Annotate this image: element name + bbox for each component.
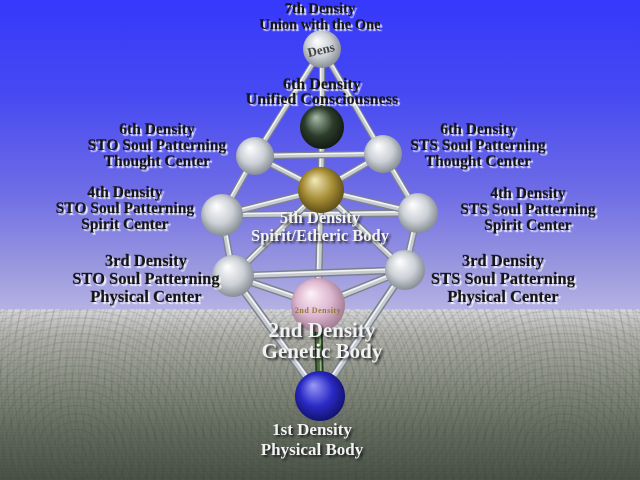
rod-lower-left-lower-right: [229, 266, 409, 280]
sphere-mid-left: [201, 194, 243, 236]
sphere-genetic-pink: [291, 278, 345, 332]
rod-upper-left-upper-right: [251, 150, 387, 160]
rod-union-top-upper-left: [251, 45, 326, 160]
sphere-upper-left: [236, 137, 274, 175]
sphere-upper-right: [364, 135, 402, 173]
sphere-union-top: [303, 30, 341, 68]
sphere-mid-right: [398, 193, 438, 233]
sphere-lower-right: [385, 250, 425, 290]
sphere-gold-center: [298, 167, 344, 213]
sphere-texture-text-top: Dens: [306, 39, 336, 60]
sphere-lower-left: [212, 255, 254, 297]
sphere-unified-dark: [300, 105, 344, 149]
rod-physical-blue-lower-right: [315, 265, 410, 401]
rod-union-top-upper-right: [318, 45, 387, 158]
sphere-texture-text-genetic: 2nd Density: [295, 306, 341, 315]
sphere-physical-blue: [295, 371, 345, 421]
